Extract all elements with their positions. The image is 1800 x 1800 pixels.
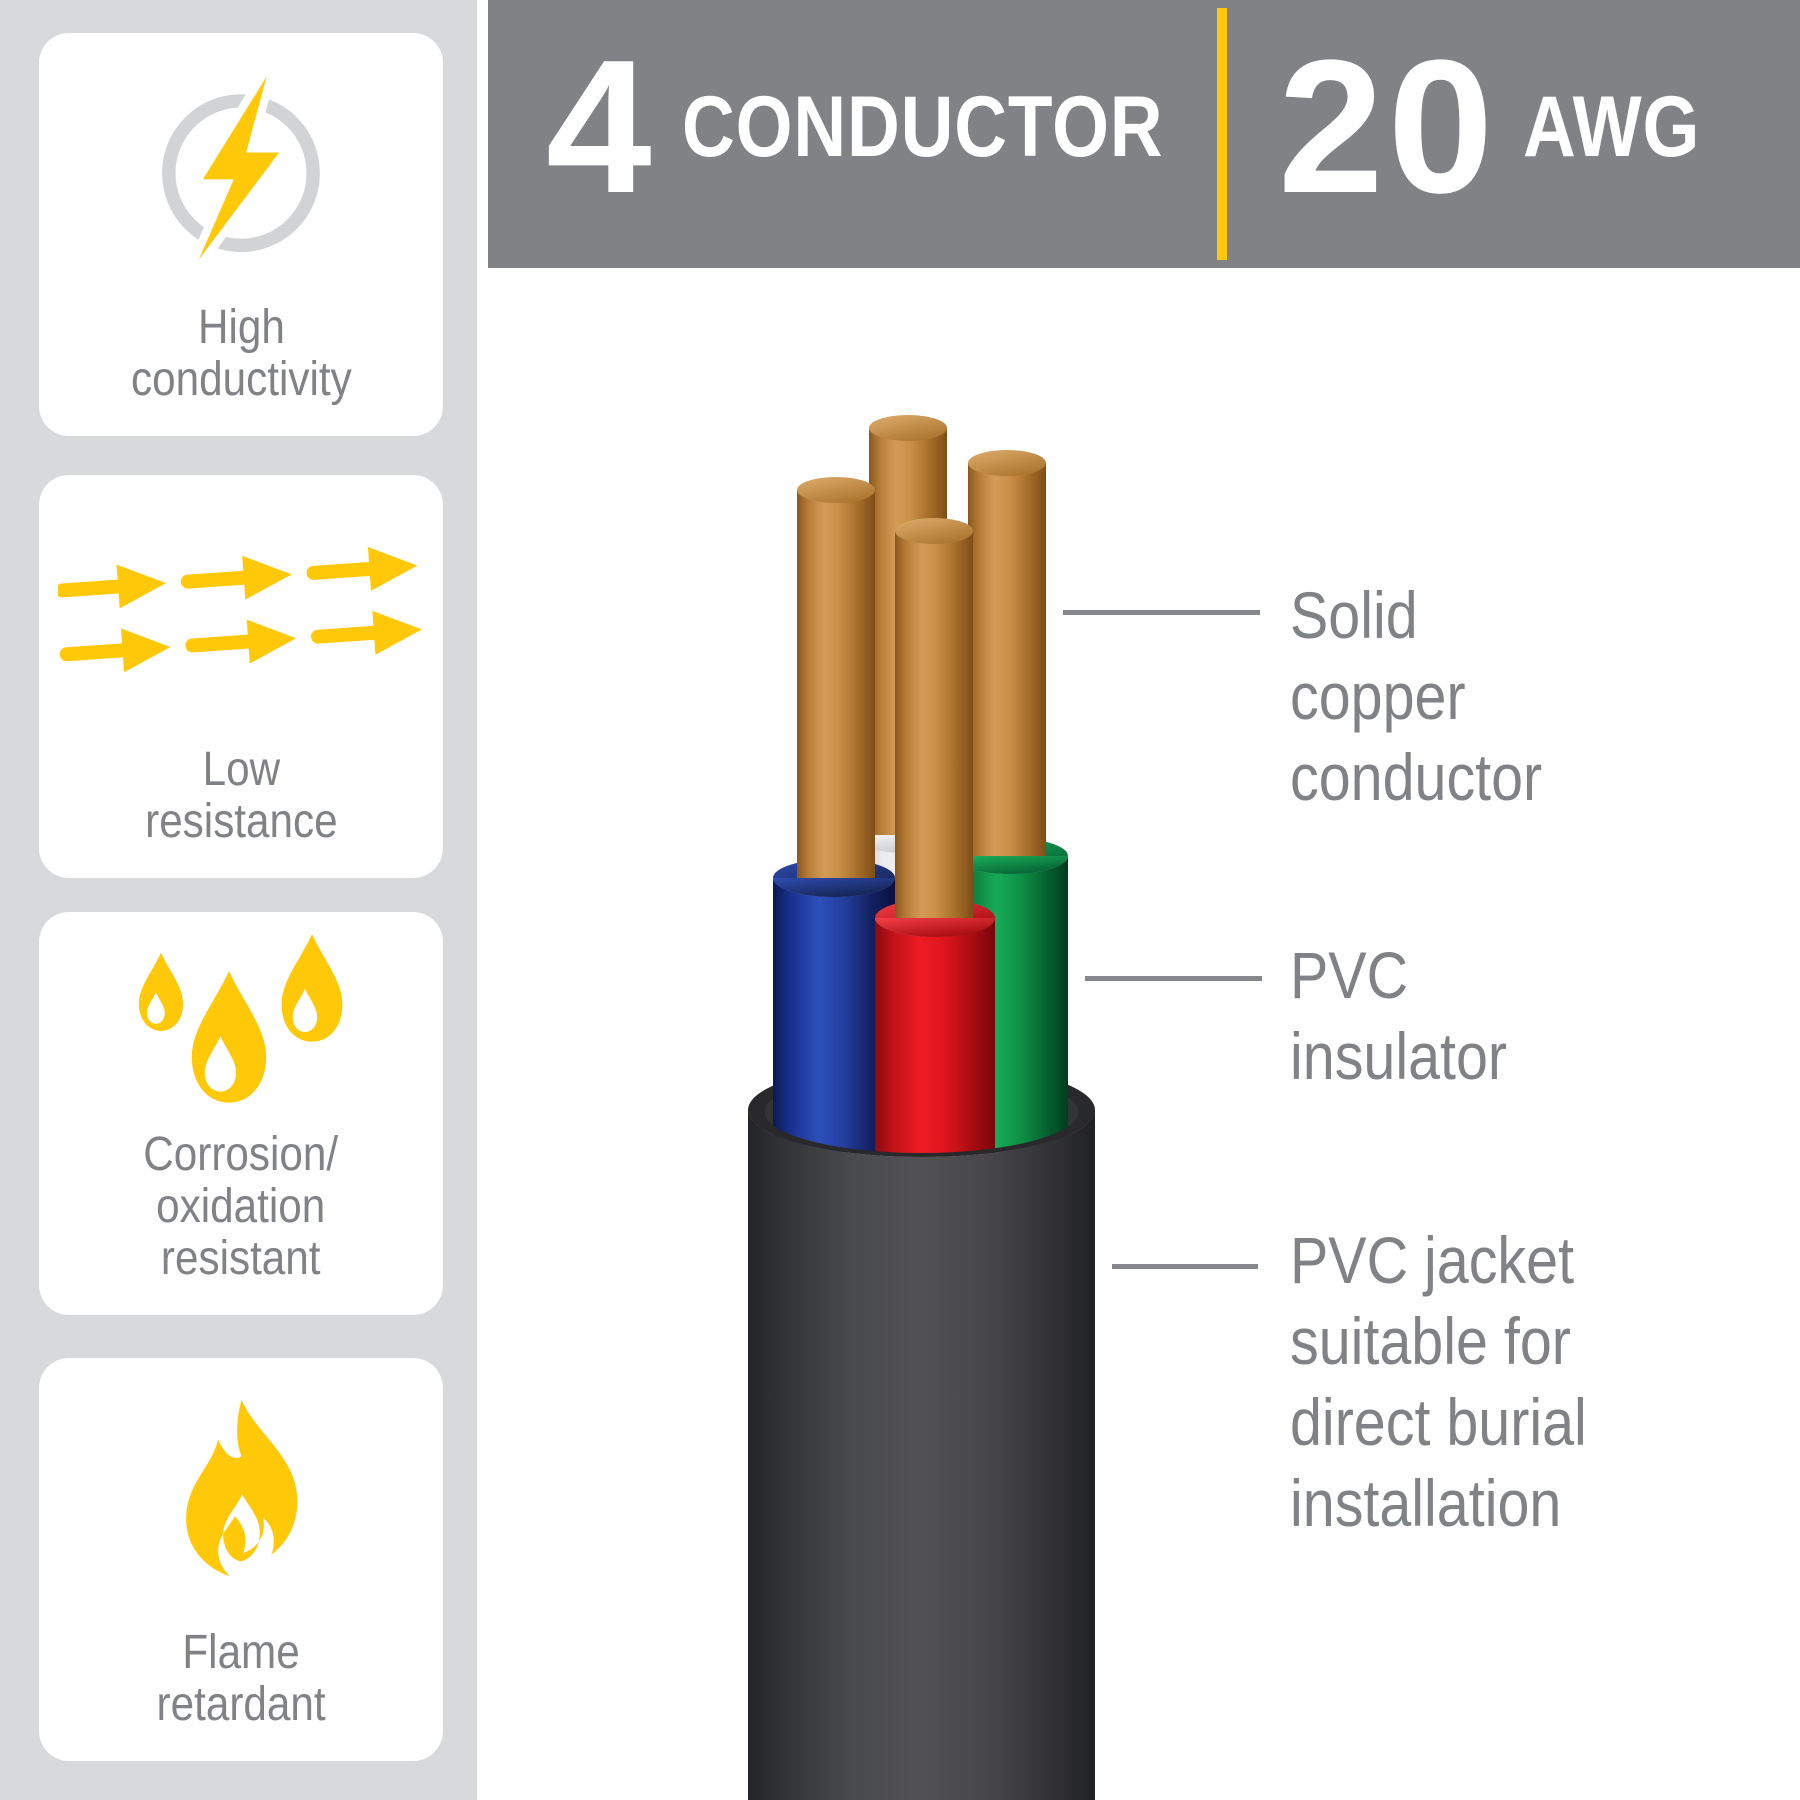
feature-label: Low resistance [144, 743, 338, 848]
leader-line-jacket [1112, 1264, 1258, 1269]
feature-card-flame-retardant: Flame retardant [39, 1358, 443, 1761]
conductor-count-group: 4 CONDUCTOR [546, 0, 1248, 261]
header-banner: 4 CONDUCTOR 20 AWG [488, 0, 1800, 268]
feature-label: High conductivity [130, 301, 352, 406]
feature-sidebar: High conductivity [0, 0, 477, 1800]
conductor-label: CONDUCTOR [681, 78, 1164, 175]
gauge-value: 20 [1278, 21, 1498, 233]
leader-line-copper [1063, 610, 1260, 615]
header-divider [1217, 8, 1227, 260]
red-conductor [875, 518, 995, 1154]
callout-pvc-insulator: PVC insulator [1290, 938, 1508, 1093]
leader-line-insulator [1085, 976, 1262, 981]
feature-card-corrosion-resistant: Corrosion/ oxidation resistant [39, 912, 443, 1315]
gauge-group: 20 AWG [1278, 0, 1732, 261]
arrows-right-icon [39, 475, 443, 744]
flame-icon [39, 1358, 443, 1627]
cable-illustration [748, 415, 1095, 1800]
blue-conductor [773, 477, 895, 1152]
feature-card-high-conductivity: High conductivity [39, 33, 443, 436]
callout-copper-conductor: Solid copper conductor [1290, 578, 1543, 814]
feature-label: Flame retardant [156, 1626, 326, 1731]
gauge-label: AWG [1523, 78, 1701, 175]
lightning-bolt-icon [39, 33, 443, 302]
callout-pvc-jacket: PVC jacket suitable for direct burial in… [1290, 1223, 1587, 1540]
pvc-jacket-body [748, 1110, 1095, 1800]
feature-card-low-resistance: Low resistance [39, 475, 443, 878]
conductor-count: 4 [546, 21, 656, 233]
feature-label: Corrosion/ oxidation resistant [143, 1128, 339, 1285]
water-droplets-icon [39, 912, 443, 1129]
